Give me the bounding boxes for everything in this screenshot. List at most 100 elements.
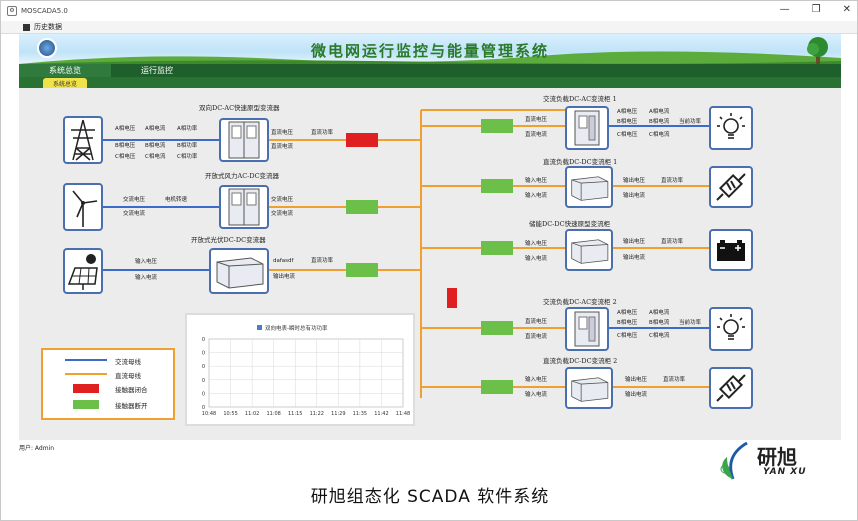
storage-in-current: 输入电流 [525,256,548,262]
dcload1-rack-box[interactable] [565,166,613,208]
grid-tower-box[interactable] [63,116,103,164]
bidir-dc-voltage: 直流电压 [271,130,294,136]
dcload2-in-current: 输入电流 [525,392,548,398]
chart-x-tick-label: 10:48 [202,411,216,417]
pv-in-voltage: 输入电压 [135,259,158,265]
contactor-dcload1-open[interactable] [481,179,513,193]
tab-system-overview[interactable]: 系统总览 [19,64,111,77]
contactor-wind-open[interactable] [346,200,378,214]
chart-plot-area [208,338,404,408]
resistor-icon [716,173,746,201]
minimize-button[interactable]: — [779,4,790,15]
contactor-acload2-open[interactable] [481,321,513,335]
main-nav: 系统总览 运行监控 [19,64,841,77]
dcload1-out-current: 输出电流 [623,193,646,199]
chart-x-tick-label: 11:29 [331,411,345,417]
bidir-c-power: C相功率 [177,154,198,160]
cabinet-icon [228,188,260,226]
storage-out-voltage: 输出电压 [623,239,646,245]
lightbulb-box-2[interactable] [709,307,753,351]
tab-label: 运行监控 [141,66,173,75]
chart-y-tick-label: 0 [202,351,205,357]
pv-title: 开放式光伏DC-DC变流器 [191,236,266,244]
bidir-title: 双向DC-AC快速原型变流器 [199,104,280,112]
acload2-c-voltage: C相电压 [617,333,638,339]
restore-button[interactable]: ❐ [811,4,821,15]
tab-run-monitor[interactable]: 运行监控 [111,64,203,77]
wind-converter-box[interactable] [219,185,269,229]
brand-leaf-icon [720,441,748,480]
subtab-system-overview[interactable]: 系统总览 [43,78,88,88]
dcload1-power: 直流功率 [661,178,684,184]
pv-converter-box[interactable] [209,248,269,294]
cabinet-icon [574,311,600,347]
acload2-c-current: C相电流 [649,333,670,339]
bidir-b-voltage: B相电压 [115,143,136,149]
chart-y-tick-label: 0 [202,391,205,397]
pv-out-current: 输出电流 [273,274,296,280]
battery-icon [717,240,745,261]
contactor-storage-open[interactable] [481,241,513,255]
lightbulb-box[interactable] [709,106,753,150]
acload1-c-voltage: C相电压 [617,132,638,138]
pv-out-voltage: dafasdf [273,258,294,264]
acload1-title: 交流负载DC-AC变流柜 1 [543,95,617,103]
footer-title: 研旭组态化 SCADA 软件系统 [310,487,550,507]
chart-x-tick-label: 11:02 [245,411,259,417]
hills-decoration [19,51,841,64]
chart-y-tick-label: 0 [202,405,205,411]
acload2-a-current: A相电流 [649,310,670,316]
contactor-bus-tie-closed[interactable] [447,288,457,308]
legend-closed-label: 接触器闭合 [115,386,148,394]
storage-power: 直流功率 [661,239,684,245]
acload2-dc-current: 直流电流 [525,334,548,340]
dcload2-power: 直流功率 [663,377,686,383]
converter-rack-icon [571,176,609,201]
acload2-cabinet-box[interactable] [565,307,609,351]
bidir-b-power: B相功率 [177,143,198,149]
solar-panel-box[interactable] [63,248,103,294]
acload1-a-voltage: A相电压 [617,109,638,115]
acload1-b-voltage: B相电压 [617,119,638,125]
contactor-dcload2-open[interactable] [481,380,513,394]
dcload1-out-voltage: 输出电压 [623,178,646,184]
wind-out-current: 交流电流 [271,211,294,217]
dcload2-rack-box[interactable] [565,367,613,409]
history-icon [23,23,30,31]
chart-x-tick-label: 10:55 [223,411,237,417]
wind-out-voltage: 交流电压 [271,197,294,203]
storage-rack-box[interactable] [565,229,613,271]
cabinet-icon [228,121,260,159]
sub-tab-bar: 系统总览 [19,77,841,88]
resistor-box-2[interactable] [709,367,753,409]
system-title: 微电网运行监控与能量管理系统 [310,42,549,60]
brand-logo: 研旭 YAN XU [713,441,843,481]
storage-out-current: 输出电流 [623,255,646,261]
contactor-acload1-open[interactable] [481,119,513,133]
contactor-pv-open[interactable] [346,263,378,277]
pv-dc-power: 直流功率 [311,258,334,264]
pv-in-current: 输入电流 [135,275,158,281]
bidir-converter-box[interactable] [219,118,269,162]
acload1-dc-voltage: 直流电压 [525,117,548,123]
contactor-bidir-closed[interactable] [346,133,378,147]
menu-history-data[interactable]: 历史数据 [34,23,62,31]
tab-label: 系统总览 [49,66,81,75]
acload1-cabinet-box[interactable] [565,106,609,150]
chart-x-tick-label: 11:08 [266,411,280,417]
dcload1-in-current: 输入电流 [525,193,548,199]
chart-x-tick-label: 11:15 [288,411,302,417]
bidir-a-power: A相功率 [177,126,198,132]
acload1-c-current: C相电流 [649,132,670,138]
dcload1-title: 直流负载DC-DC变流柜 1 [543,158,618,166]
close-button[interactable]: ✕ [842,4,851,15]
converter-rack-icon [571,377,609,402]
wind-turbine-box[interactable] [63,183,103,231]
user-status: 用户: Admin [19,445,55,452]
resistor-box-1[interactable] [709,166,753,208]
legend-closed-swatch [73,384,99,393]
converter-rack-icon [571,239,609,264]
battery-box[interactable] [709,229,753,271]
